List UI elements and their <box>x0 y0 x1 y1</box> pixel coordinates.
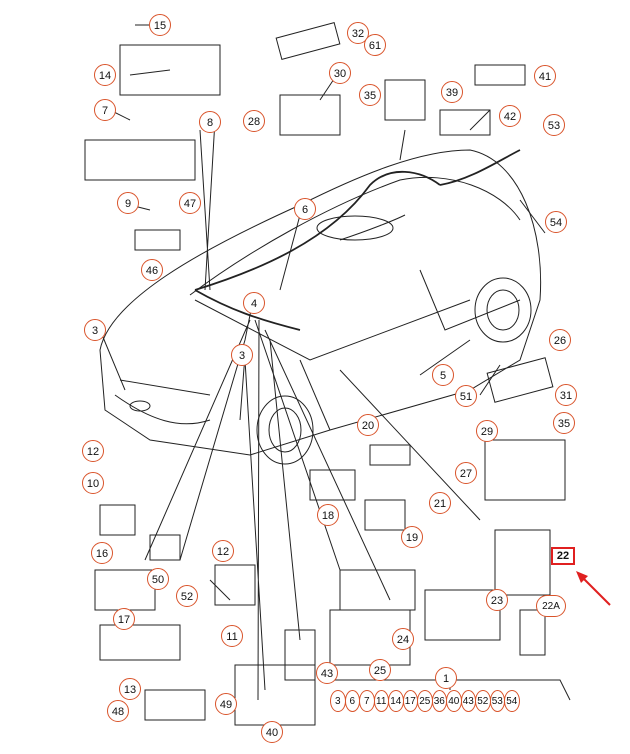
callout-40[interactable]: 40 <box>261 721 283 743</box>
callout-50[interactable]: 50 <box>147 568 169 590</box>
row-item[interactable]: 52 <box>475 690 491 712</box>
callout-26[interactable]: 26 <box>549 329 571 351</box>
callout-15[interactable]: 15 <box>149 14 171 36</box>
callout-52[interactable]: 52 <box>176 585 198 607</box>
callout-43[interactable]: 43 <box>316 662 338 684</box>
callout-22A[interactable]: 22A <box>536 595 566 617</box>
callout-24[interactable]: 24 <box>392 628 414 650</box>
callout-7[interactable]: 7 <box>94 99 116 121</box>
callout-35b[interactable]: 35 <box>553 412 575 434</box>
callout-41[interactable]: 41 <box>534 65 556 87</box>
callout-61[interactable]: 61 <box>364 34 386 56</box>
row-item[interactable]: 36 <box>431 690 447 712</box>
callout-29[interactable]: 29 <box>476 420 498 442</box>
callout-8[interactable]: 8 <box>199 111 221 133</box>
callout-22-highlighted[interactable]: 22 <box>551 547 575 565</box>
callout-35a[interactable]: 35 <box>359 84 381 106</box>
callout-20[interactable]: 20 <box>357 414 379 436</box>
callout-53[interactable]: 53 <box>543 114 565 136</box>
callout-9[interactable]: 9 <box>117 192 139 214</box>
callout-12b[interactable]: 12 <box>212 540 234 562</box>
callout-42[interactable]: 42 <box>499 105 521 127</box>
callout-19[interactable]: 19 <box>401 526 423 548</box>
row-item[interactable]: 43 <box>460 690 476 712</box>
callout-18[interactable]: 18 <box>317 504 339 526</box>
callout-12a[interactable]: 12 <box>82 440 104 462</box>
callout-51[interactable]: 51 <box>455 385 477 407</box>
callout-27[interactable]: 27 <box>455 462 477 484</box>
row-item[interactable]: 53 <box>489 690 505 712</box>
callout-30[interactable]: 30 <box>329 62 351 84</box>
callout-17[interactable]: 17 <box>113 608 135 630</box>
callout-28[interactable]: 28 <box>243 110 265 132</box>
row-item[interactable]: 54 <box>504 690 520 712</box>
item-1-components-row: 3 6 7 11 14 17 25 36 40 43 52 53 54 <box>330 690 520 712</box>
callout-14[interactable]: 14 <box>94 64 116 86</box>
row-item[interactable]: 7 <box>359 690 375 712</box>
callout-47[interactable]: 47 <box>179 192 201 214</box>
callout-48[interactable]: 48 <box>107 700 129 722</box>
callout-54[interactable]: 54 <box>545 211 567 233</box>
row-item[interactable]: 40 <box>446 690 462 712</box>
callout-49[interactable]: 49 <box>215 693 237 715</box>
callout-16[interactable]: 16 <box>91 542 113 564</box>
callout-11[interactable]: 11 <box>221 625 243 647</box>
row-item[interactable]: 14 <box>388 690 404 712</box>
callout-1[interactable]: 1 <box>435 667 457 689</box>
highlight-arrow <box>576 571 611 606</box>
callout-31[interactable]: 31 <box>555 384 577 406</box>
callout-3b[interactable]: 3 <box>231 344 253 366</box>
row-item[interactable]: 6 <box>344 690 360 712</box>
row-item[interactable]: 17 <box>402 690 418 712</box>
callout-32[interactable]: 32 <box>347 22 369 44</box>
callout-13[interactable]: 13 <box>119 678 141 700</box>
callout-10[interactable]: 10 <box>82 472 104 494</box>
callout-25[interactable]: 25 <box>369 659 391 681</box>
row-item[interactable]: 3 <box>330 690 346 712</box>
callout-39[interactable]: 39 <box>441 81 463 103</box>
callout-6[interactable]: 6 <box>294 198 316 220</box>
callout-4[interactable]: 4 <box>243 292 265 314</box>
callout-23[interactable]: 23 <box>486 589 508 611</box>
callout-5[interactable]: 5 <box>432 364 454 386</box>
row-item[interactable]: 25 <box>417 690 433 712</box>
callout-21[interactable]: 21 <box>429 492 451 514</box>
callout-46[interactable]: 46 <box>141 259 163 281</box>
row-item[interactable]: 11 <box>373 690 389 712</box>
callout-3a[interactable]: 3 <box>84 319 106 341</box>
